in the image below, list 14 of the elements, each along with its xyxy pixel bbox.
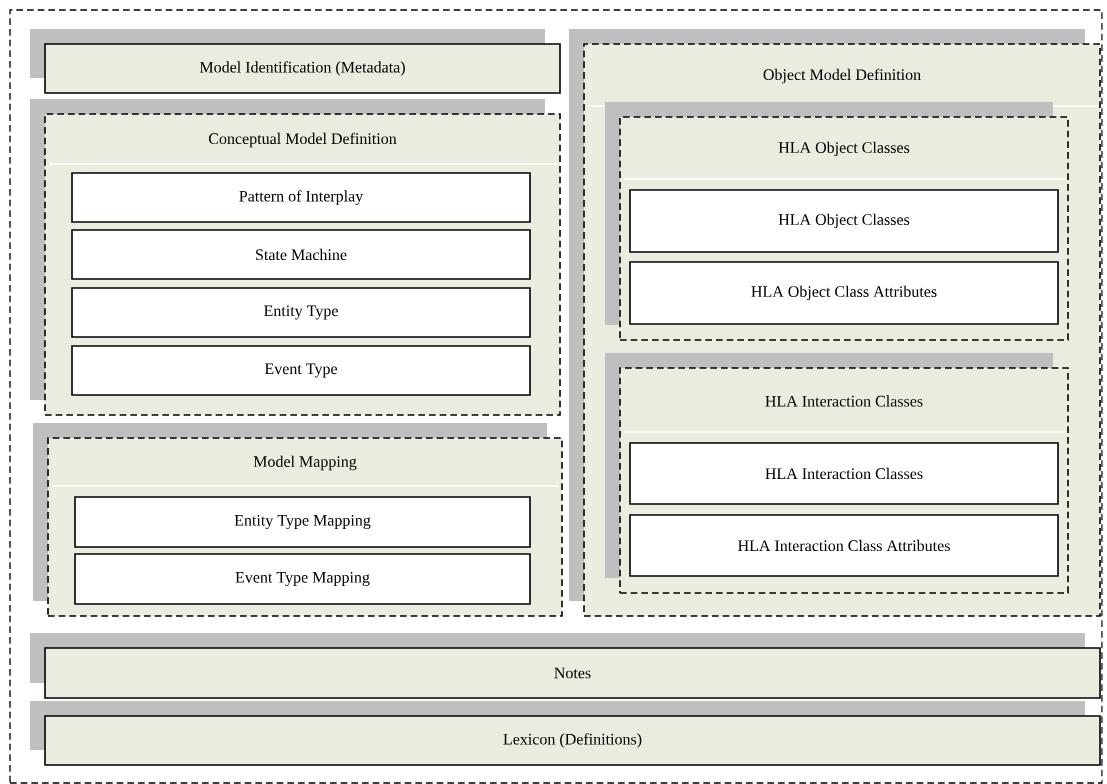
item-box: HLA Interaction Class Attributes xyxy=(629,514,1059,577)
section-bar: Model Identification (Metadata) xyxy=(30,29,561,94)
frame xyxy=(9,9,1103,784)
item-box: HLA Object Classes xyxy=(629,189,1059,253)
item-box: Event Type Mapping xyxy=(74,553,531,605)
section-bar: Lexicon (Definitions) xyxy=(30,701,1101,766)
item-box: Entity Type Mapping xyxy=(74,496,531,548)
item-box: Event Type xyxy=(71,345,531,396)
item-box: Entity Type xyxy=(71,287,531,338)
section-bar: Notes xyxy=(30,633,1101,699)
item-box: HLA Interaction Classes xyxy=(629,442,1059,505)
item-box: HLA Object Class Attributes xyxy=(629,261,1059,325)
item-box: State Machine xyxy=(71,229,531,280)
item-box: Pattern of Interplay xyxy=(71,172,531,223)
